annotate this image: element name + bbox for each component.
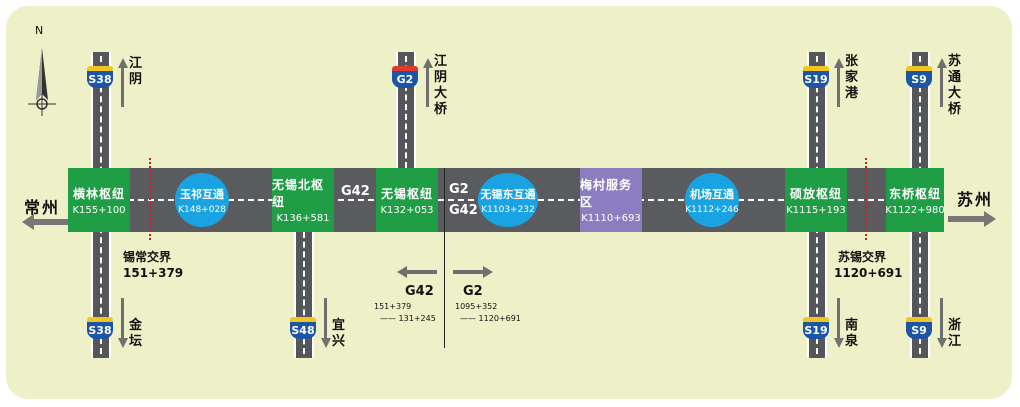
s9-bottom-shield: S9 — [906, 317, 932, 339]
s19-bottom-shield: S19 — [803, 317, 829, 339]
arrow-up-stem — [426, 67, 429, 107]
node-km: K1115+193 — [786, 204, 846, 216]
node-name: 无锡北枢纽 — [272, 178, 325, 209]
dest-jintan: 金坛 — [129, 318, 143, 349]
legend-g42-from: 151+379 — [374, 302, 412, 311]
dest-zhangjiagang: 张家港 — [845, 54, 859, 101]
compass-north-label: N — [35, 24, 44, 37]
node-name: 横林枢纽 — [72, 186, 125, 201]
hub-wuxi-north: 无锡北枢纽 K136+581 — [272, 168, 334, 232]
legend-g2-label: G2 — [463, 284, 483, 299]
s48-bottom-shield: S48 — [290, 317, 316, 339]
right-city-label: 苏州 — [957, 190, 994, 209]
hub-wuxi: 无锡枢纽 K132+053 — [376, 168, 438, 232]
arrow-up-stem — [837, 67, 840, 107]
dest-nanquan: 南泉 — [845, 318, 859, 349]
dest-yixing: 宜兴 — [332, 318, 346, 349]
arrow-up-stem — [121, 67, 124, 107]
border-right-name: 苏锡交界 — [838, 250, 887, 264]
arrow-right-icon — [453, 266, 493, 278]
legend-g2-to: —— 1120+691 — [460, 314, 521, 323]
node-name: 无锡东互通 — [480, 187, 536, 201]
border-right-km: 1120+691 — [834, 266, 903, 280]
dest-jiangyin-bridge: 江阴大桥 — [434, 54, 448, 117]
arrow-up-icon — [118, 58, 128, 68]
service-area-meicun: 梅村服务区 K1110+693 — [580, 168, 642, 232]
interchange-airport: 机场互通 K1112+246 — [685, 173, 739, 227]
g2-top-shield: G2 — [392, 66, 418, 88]
arrow-up-icon — [834, 58, 844, 68]
node-km: K136+581 — [276, 213, 330, 224]
interchange-wuxi-east: 无锡东互通 K1103+232 — [478, 173, 538, 227]
arrow-left-icon — [22, 214, 70, 230]
arrow-down-icon — [834, 338, 844, 348]
arrow-right-icon — [948, 211, 996, 227]
node-name: 梅村服务区 — [580, 178, 633, 209]
node-km: K1103+232 — [481, 204, 535, 215]
s38-bottom-shield: S38 — [87, 317, 113, 339]
legend-g2-from: 1095+352 — [455, 302, 498, 311]
s9-top-shield: S9 — [906, 66, 932, 88]
dest-zhejiang: 浙江 — [948, 318, 962, 349]
compass-icon — [28, 48, 56, 116]
arrow-down-icon — [321, 338, 331, 348]
interchange-yuqi: 玉祁互通 K148+028 — [175, 173, 229, 227]
route-label-g42-2: G42 — [449, 203, 478, 218]
node-km: K132+053 — [380, 204, 434, 216]
node-km: K1122+980 — [885, 204, 945, 216]
legend-g42-to: —— 131+245 — [380, 314, 436, 323]
hub-henglin: 横林枢纽 K155+100 — [68, 168, 130, 232]
arrow-up-icon — [937, 58, 947, 68]
s38-top-shield: S38 — [87, 66, 113, 88]
route-divider-line — [444, 168, 445, 348]
hub-dongqiao: 东桥枢纽 K1122+980 — [885, 168, 945, 232]
dest-sutong-bridge: 苏通大桥 — [948, 54, 962, 117]
border-left-name: 锡常交界 — [123, 250, 172, 264]
arrow-down-stem — [324, 298, 327, 338]
node-name: 玉祁互通 — [180, 187, 224, 201]
border-line-left — [149, 158, 151, 240]
arrow-left-icon — [397, 266, 437, 278]
dest-jiangyin: 江阴 — [129, 56, 143, 87]
arrow-down-stem — [940, 298, 943, 338]
hub-shuofang: 硕放枢纽 K1115+193 — [785, 168, 847, 232]
node-km: K148+028 — [178, 204, 226, 215]
node-name: 无锡枢纽 — [380, 186, 433, 201]
node-name: 东桥枢纽 — [888, 186, 941, 201]
route-label-g2: G2 — [449, 182, 469, 197]
s19-top-shield: S19 — [803, 66, 829, 88]
arrow-down-stem — [837, 298, 840, 338]
arrow-up-icon — [423, 58, 433, 68]
border-left-km: 151+379 — [123, 266, 184, 280]
node-name: 硕放枢纽 — [789, 186, 842, 201]
route-label-g42: G42 — [341, 184, 370, 199]
node-km: K155+100 — [72, 204, 126, 216]
border-line-right — [865, 158, 867, 240]
arrow-up-stem — [940, 67, 943, 107]
arrow-down-stem — [121, 298, 124, 338]
node-km: K1112+246 — [685, 204, 739, 215]
node-km: K1110+693 — [581, 213, 641, 224]
node-name: 机场互通 — [690, 187, 734, 201]
legend-g42-label: G42 — [405, 284, 434, 299]
arrow-down-icon — [118, 338, 128, 348]
arrow-down-icon — [937, 338, 947, 348]
left-city-label: 常州 — [24, 198, 61, 217]
